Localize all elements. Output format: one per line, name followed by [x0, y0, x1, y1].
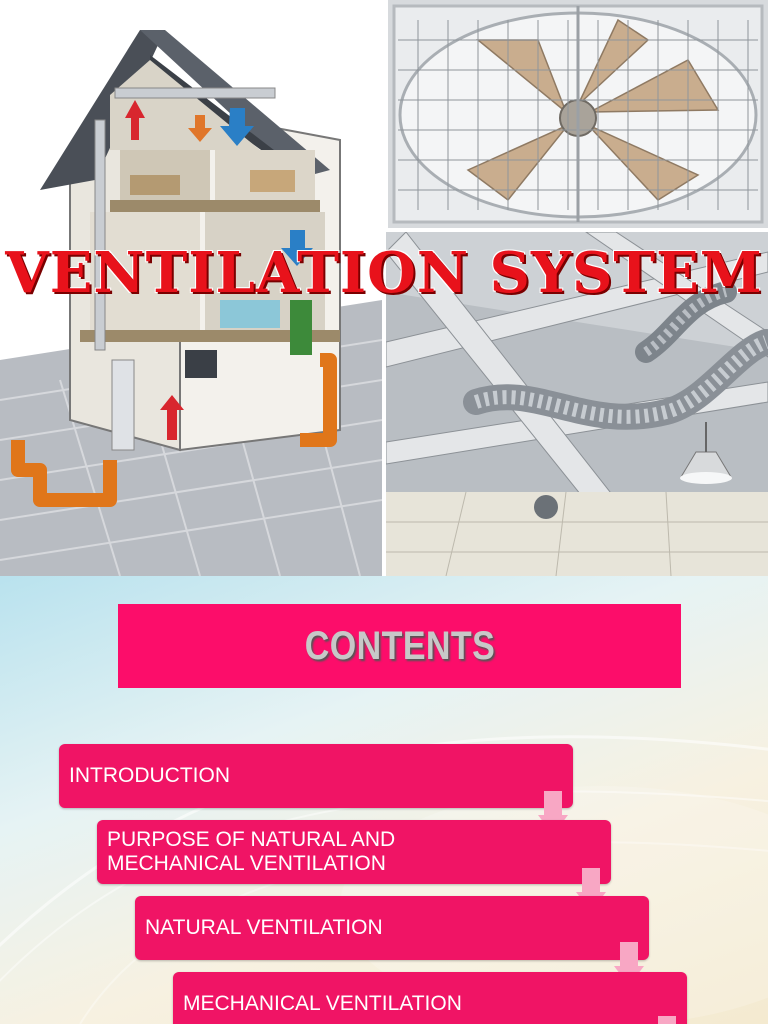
- exhaust-fan-image: [388, 0, 768, 228]
- contents-item-label: INTRODUCTION: [69, 764, 230, 787]
- contents-item-natural[interactable]: NATURAL VENTILATION: [135, 896, 649, 960]
- contents-item-mechanical[interactable]: MECHANICAL VENTILATION: [173, 972, 687, 1024]
- contents-item-purpose[interactable]: PURPOSE OF NATURAL AND MECHANICAL VENTIL…: [97, 820, 611, 884]
- contents-item-label: NATURAL VENTILATION: [145, 916, 383, 939]
- slide-ventilation-title: VENTILATION SYSTEM: [0, 0, 768, 576]
- contents-title: CONTENTS: [304, 623, 495, 668]
- down-arrow-icon: [652, 1016, 680, 1024]
- contents-item-line-1: PURPOSE OF NATURAL AND: [107, 828, 396, 851]
- contents-item-line-2: MECHANICAL VENTILATION: [107, 852, 386, 875]
- contents-item-introduction[interactable]: INTRODUCTION: [59, 744, 573, 808]
- house-ventilation-image: [0, 0, 382, 576]
- slide-title: VENTILATION SYSTEM: [5, 240, 763, 306]
- slide-contents: CONTENTS INTRODUCTION PURPOSE OF NATURAL…: [0, 576, 768, 1024]
- contents-item-label: PURPOSE OF NATURAL AND MECHANICAL VENTIL…: [107, 828, 395, 876]
- contents-item-label: MECHANICAL VENTILATION: [183, 992, 462, 1015]
- contents-header: CONTENTS: [118, 604, 681, 688]
- ceiling-ductwork-image: [386, 232, 768, 576]
